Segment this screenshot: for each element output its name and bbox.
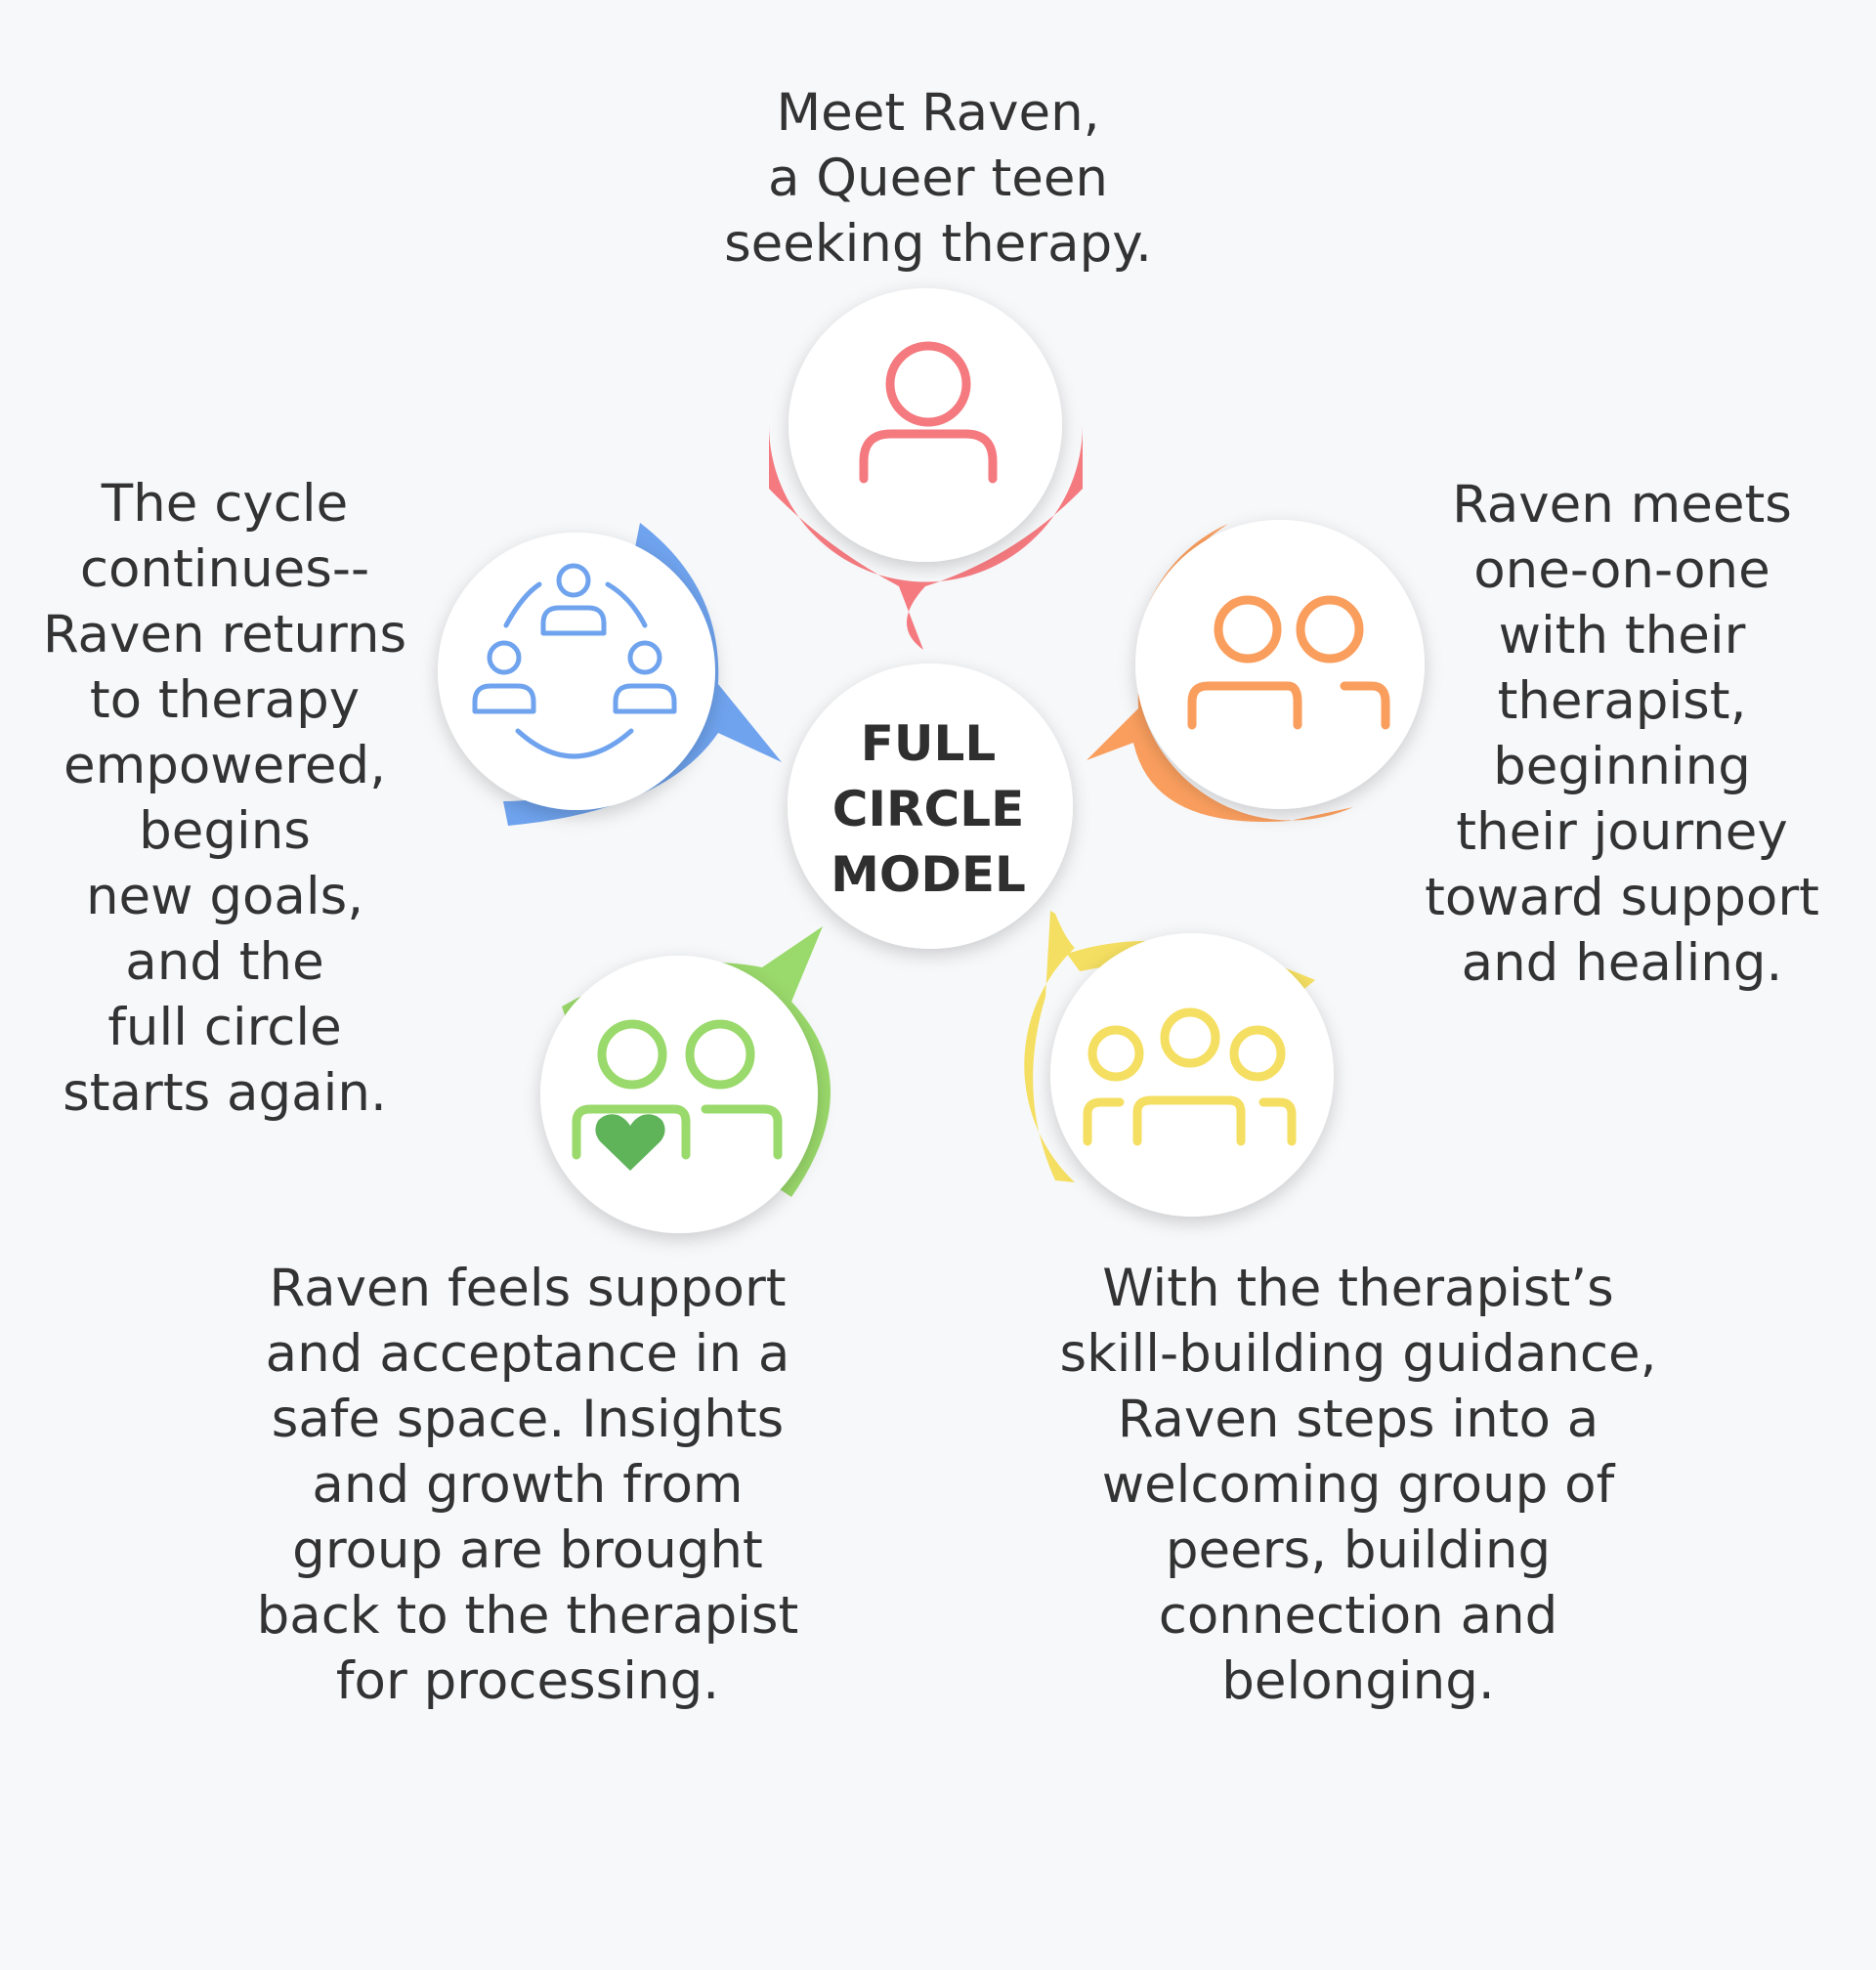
center-title-line: MODEL xyxy=(831,846,1026,903)
step-3-node xyxy=(1024,911,1334,1217)
caption-line: peers, building xyxy=(1165,1520,1552,1580)
step-3-caption: With the therapist’s skill-building guid… xyxy=(997,1256,1720,1714)
caption-line: for processing. xyxy=(335,1651,720,1711)
step-4-node xyxy=(540,926,831,1233)
caption-line: back to the therapist xyxy=(256,1586,799,1646)
step-3-circle xyxy=(1050,933,1334,1217)
center-hub-circle xyxy=(788,664,1073,949)
caption-line: Raven meets xyxy=(1452,475,1792,535)
caption-line: begins xyxy=(139,801,311,861)
caption-line: connection and xyxy=(1158,1586,1558,1646)
step-4-caption: Raven feels support and acceptance in a … xyxy=(195,1256,860,1714)
step-1-node xyxy=(769,288,1083,650)
caption-line: continues-- xyxy=(79,539,370,599)
step-1-caption: Meet Raven, a Queer teen seeking therapy… xyxy=(645,80,1231,277)
caption-line: with their xyxy=(1498,606,1746,665)
caption-line: Raven feels support xyxy=(269,1259,787,1318)
caption-line: and acceptance in a xyxy=(265,1324,790,1384)
caption-line: to therapy xyxy=(89,670,361,730)
center-title: FULL CIRCLE MODEL xyxy=(791,711,1065,908)
caption-line: group are brought xyxy=(292,1520,763,1580)
caption-line: starts again. xyxy=(63,1063,387,1123)
caption-line: beginning xyxy=(1493,737,1751,796)
group-icon xyxy=(1083,1007,1297,1146)
center-title-line: CIRCLE xyxy=(831,781,1025,837)
caption-line: full circle xyxy=(107,998,342,1057)
caption-line: Meet Raven, xyxy=(776,83,1100,143)
caption-line: Raven steps into a xyxy=(1117,1390,1599,1449)
step-4-circle xyxy=(540,956,818,1233)
caption-line: Raven returns xyxy=(42,605,407,664)
caption-line: With the therapist’s xyxy=(1102,1259,1614,1318)
caption-line: toward support xyxy=(1425,868,1819,927)
step-5-node xyxy=(438,523,782,826)
step-2-node xyxy=(1087,520,1425,822)
two-people-icon xyxy=(1187,595,1390,730)
caption-line: a Queer teen xyxy=(767,149,1109,208)
center-title-line: FULL xyxy=(860,715,997,772)
caption-line: therapist, xyxy=(1497,671,1747,731)
step-3-pointer-ring xyxy=(1024,911,1075,1182)
caption-line: new goals, xyxy=(85,867,364,926)
caption-line: and the xyxy=(125,932,324,992)
caption-line: The cycle xyxy=(101,474,349,534)
step-5-circle xyxy=(438,533,715,810)
caption-line: welcoming group of xyxy=(1101,1455,1615,1515)
caption-line: skill-building guidance, xyxy=(1059,1324,1657,1384)
caption-line: and healing. xyxy=(1461,933,1783,993)
caption-line: their journey xyxy=(1456,802,1788,862)
community-cycle-icon xyxy=(472,563,677,759)
person-icon xyxy=(859,341,998,484)
caption-line: belonging. xyxy=(1221,1651,1495,1711)
step-2-caption: Raven meets one-on-one with their therap… xyxy=(1397,472,1847,996)
caption-line: safe space. Insights xyxy=(271,1390,785,1449)
heart-icon xyxy=(595,1114,665,1171)
caption-line: one-on-one xyxy=(1473,540,1770,600)
step-2-circle xyxy=(1135,520,1425,809)
caption-line: seeking therapy. xyxy=(724,214,1152,274)
caption-line: empowered, xyxy=(64,736,386,795)
step-5-caption: The cycle continues-- Raven returns to t… xyxy=(10,471,440,1126)
two-people-heart-icon xyxy=(572,1019,783,1171)
caption-line: and growth from xyxy=(312,1455,744,1515)
